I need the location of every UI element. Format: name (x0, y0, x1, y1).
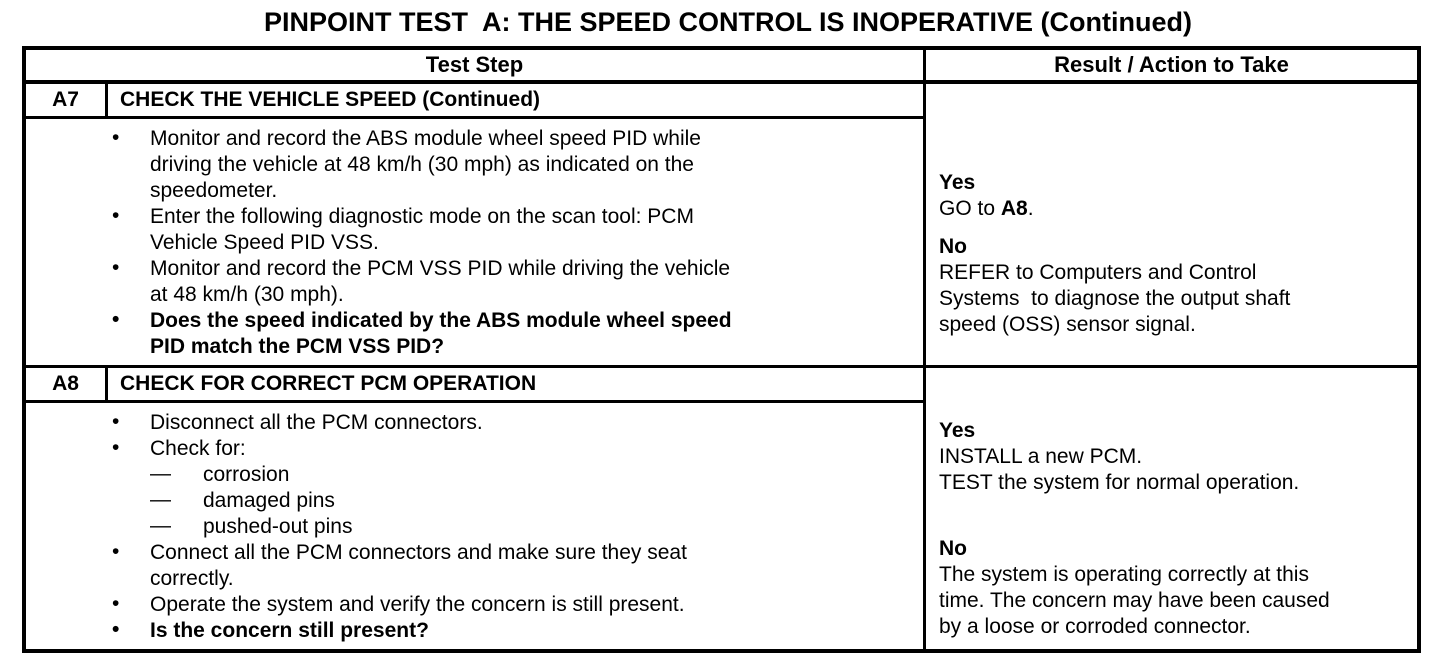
bullet-line: Is the concern still present? (150, 619, 429, 642)
step-instructions: • Disconnect all the PCM connectors. • Chec… (26, 403, 923, 649)
result-segment: . (1027, 197, 1034, 220)
bullet-line: Monitor and record the ABS module wheel … (150, 127, 701, 150)
bullet-item: • Check for: (26, 436, 923, 462)
result-label: Yes (939, 419, 976, 442)
result-line: GO to A8. (939, 196, 1409, 222)
step-title: CHECK FOR CORRECT PCM OPERATION (120, 372, 537, 395)
bullet-text: Is the concern still present? (150, 618, 923, 644)
bullet-icon: • (112, 618, 120, 641)
step-header: A8 CHECK FOR CORRECT PCM OPERATION (26, 368, 923, 403)
bullet-line: Disconnect all the PCM connectors. (150, 411, 483, 434)
step-instructions: • Monitor and record the ABS module wheel… (26, 119, 923, 365)
bullet-text: Check for: (150, 436, 923, 462)
bullet-icon: • (112, 410, 120, 433)
dash-item: — damaged pins (26, 488, 923, 514)
column-header-result: Result / Action to Take (923, 50, 1417, 80)
bullet-item: • Does the speed indicated by the ABS mod… (26, 308, 923, 360)
result-line: speed (OSS) sensor signal. (939, 313, 1196, 336)
step-id: A7 (26, 84, 108, 116)
bullet-line: PID match the PCM VSS PID? (150, 335, 445, 358)
bullet-line: Vehicle Speed PID VSS. (150, 231, 379, 254)
bullet-text: Disconnect all the PCM connectors. (150, 410, 923, 436)
bullet-line: driving the vehicle at 48 km/h (30 mph) … (150, 153, 694, 176)
bullet-icon: • (112, 592, 120, 615)
dash-icon: — (150, 488, 171, 511)
bullet-item: • Enter the following diagnostic mode on … (26, 204, 923, 256)
bullet-item: • Is the concern still present? (26, 618, 923, 644)
result-line: INSTALL a new PCM. (939, 445, 1143, 468)
bullet-line: correctly. (150, 567, 234, 590)
bullet-text: Connect all the PCM connectors and make … (150, 540, 923, 592)
bullet-icon: • (112, 308, 120, 331)
result-segment: A8 (1000, 197, 1028, 220)
bullet-item: • Disconnect all the PCM connectors. (26, 410, 923, 436)
bullet-text: Monitor and record the ABS module wheel … (150, 126, 923, 204)
bullet-item: • Monitor and record the ABS module wheel… (26, 126, 923, 204)
bullet-icon: • (112, 256, 120, 279)
result-line: TEST the system for normal operation. (939, 471, 1300, 494)
bullet-item: • Connect all the PCM connectors and make… (26, 540, 923, 592)
bullet-line: Check for: (150, 437, 246, 460)
bullet-line: at 48 km/h (30 mph). (150, 283, 344, 306)
result-line: REFER to Computers and Control (939, 261, 1257, 284)
result-label: Yes (939, 171, 976, 194)
step-header: A7 CHECK THE VEHICLE SPEED (Continued) (26, 84, 923, 119)
bullet-line: Monitor and record the PCM VSS PID while… (150, 257, 731, 280)
bullet-line: speedometer. (150, 179, 278, 202)
dash-icon: — (150, 462, 171, 485)
column-header-test-step: Test Step (425, 52, 524, 77)
bullet-text: Monitor and record the PCM VSS PID while… (150, 256, 923, 308)
bullet-text: Operate the system and verify the concer… (150, 592, 923, 618)
dash-text: corrosion (203, 463, 290, 486)
result-line: time. The concern may have been caused (939, 589, 1330, 612)
table-header-row: Test Step Result / Action to Take (26, 50, 1417, 84)
dash-icon: — (150, 514, 171, 537)
bullet-icon: • (112, 204, 120, 227)
page-title: PINPOINT TEST A: THE SPEED CONTROL IS IN… (263, 7, 1193, 37)
result-label: No (939, 537, 967, 560)
result-line: The system is operating correctly at thi… (939, 563, 1309, 586)
bullet-line: Connect all the PCM connectors and make … (150, 541, 687, 564)
bullet-icon: • (112, 540, 120, 563)
result-label: No (939, 235, 967, 258)
bullet-item: • Monitor and record the PCM VSS PID whil… (26, 256, 923, 308)
bullet-line: Enter the following diagnostic mode on t… (150, 205, 694, 228)
dash-text: damaged pins (203, 489, 335, 512)
dash-item: — corrosion (26, 462, 923, 488)
bullet-item: • Operate the system and verify the conce… (26, 592, 923, 618)
dash-item: — pushed-out pins (26, 514, 923, 540)
bullet-icon: • (112, 126, 120, 149)
bullet-text: Does the speed indicated by the ABS modu… (150, 308, 923, 360)
bullet-text: Enter the following diagnostic mode on t… (150, 204, 923, 256)
step-id: A8 (26, 368, 108, 400)
result-line: by a loose or corroded connector. (939, 615, 1251, 638)
bullet-icon: • (112, 436, 120, 459)
step-title: CHECK THE VEHICLE SPEED (Continued) (120, 88, 541, 111)
result-segment: GO to (939, 197, 1001, 220)
bullet-line: Operate the system and verify the concer… (150, 593, 685, 616)
dash-text: pushed-out pins (203, 515, 353, 538)
bullet-line: Does the speed indicated by the ABS modu… (150, 309, 732, 332)
result-line: Systems to diagnose the output shaft (939, 287, 1291, 310)
